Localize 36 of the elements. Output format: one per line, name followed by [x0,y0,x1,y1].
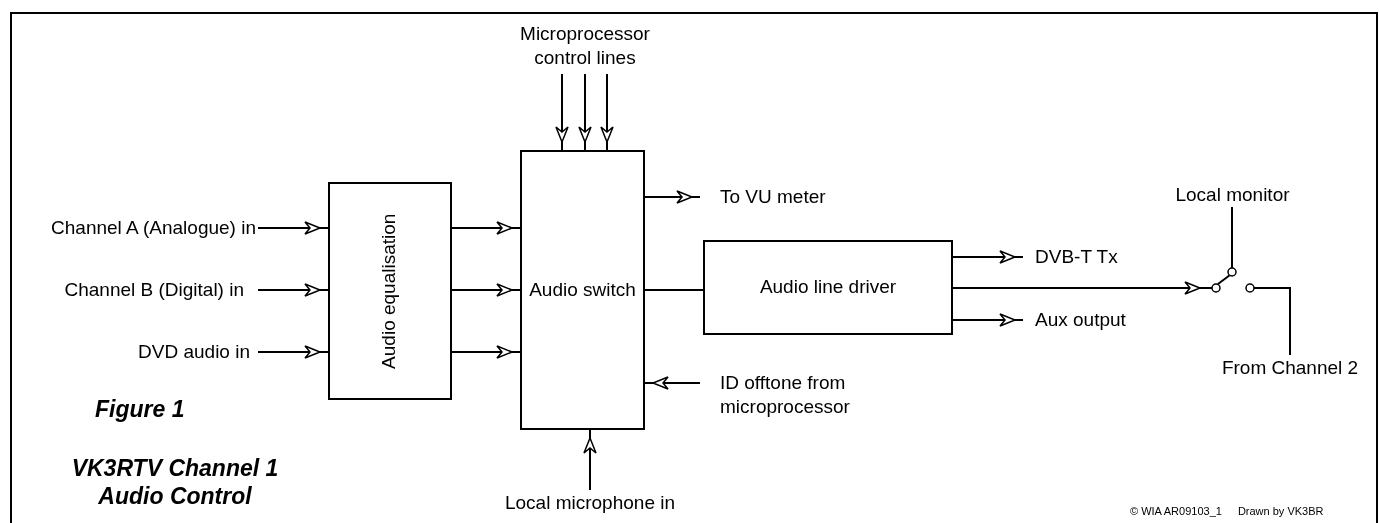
figure-caption: VK3RTV Channel 1 Audio Control [70,454,280,510]
arrow [583,429,597,491]
arrow [451,221,521,235]
arrow [600,73,614,151]
arrow [578,73,592,151]
arrow [257,345,329,359]
connector-line [1257,287,1291,356]
arrow [952,313,1024,327]
arrow [451,345,521,359]
input-label: ID offtone from microprocessor [700,371,890,419]
input-label: Channel B (Digital) in [12,278,258,302]
arrow [257,283,329,297]
connector-line [1231,206,1233,263]
input-label: Microprocessor control lines [505,22,665,74]
output-label: Local monitor [1160,183,1305,207]
arrow [644,376,701,390]
arrow [644,190,701,204]
input-label: Local microphone in [490,490,690,516]
arrow [952,281,1209,295]
output-label: To VU meter [700,185,860,209]
figure-title: Figure 1 [95,395,185,424]
input-label: DVD audio in [12,340,258,364]
output-label: DVB-T Tx [1023,245,1153,269]
input-label: Channel A (Analogue) in [12,216,258,240]
process-box: Audio line driver [703,240,953,335]
input-label: From Channel 2 [1215,355,1365,381]
process-box: Audio equalisation [328,182,452,400]
arrow [555,73,569,151]
process-box: Audio switch [520,150,645,430]
arrow [451,283,521,297]
connector-line [644,289,704,291]
output-label: Aux output [1023,308,1163,332]
credit-note: © WIA AR09103_1 [1130,504,1222,519]
arrow [257,221,329,235]
arrow [952,250,1024,264]
credit-note: Drawn by VK3BR [1237,504,1324,519]
